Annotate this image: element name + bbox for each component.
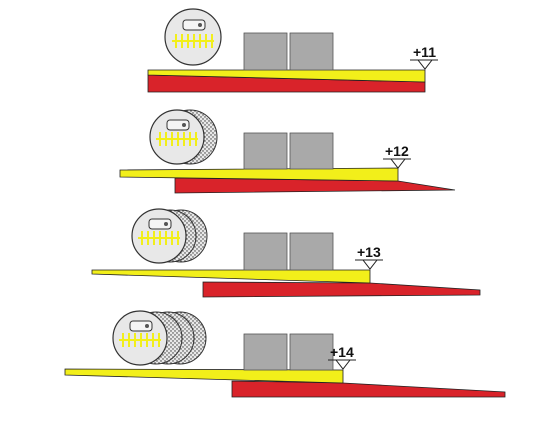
block-left [243,32,288,71]
step-1: +11 [147,8,438,93]
gauge-icon [131,208,208,264]
block-left [243,333,288,371]
gauge-icon [112,310,207,366]
step-2: +12 [119,109,456,194]
level-marker-icon [361,259,379,270]
step-3: +13 [91,208,481,298]
lower-layer-red [174,177,456,194]
level-marker-icon [389,158,407,169]
block-right [289,232,334,271]
level-marker-icon [416,59,434,70]
level-label-1: +11 [413,44,436,60]
step-4: +14 [64,310,506,398]
block-right [289,333,334,371]
upper-layer-yellow [64,368,344,384]
gauge-icon [149,109,218,165]
level-marker-icon [334,359,352,370]
block-left [243,132,288,170]
block-right [289,32,334,71]
block-right [289,132,334,170]
level-label-3: +13 [357,244,381,260]
lower-layer-red [231,380,506,398]
level-label-4: +14 [330,344,354,360]
gauge-icon [164,8,222,66]
level-label-2: +12 [385,143,409,159]
upper-layer-yellow [91,269,371,284]
block-left [243,232,288,271]
upper-layer-yellow [119,167,399,182]
lower-layer-red [202,281,481,298]
